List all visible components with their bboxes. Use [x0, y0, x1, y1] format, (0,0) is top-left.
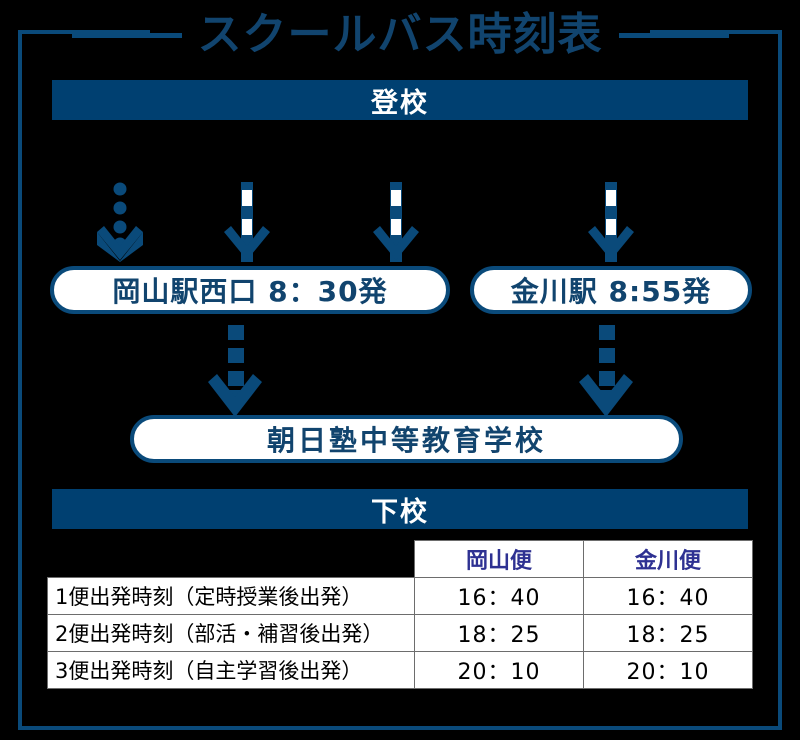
cell-trip-3-kanagawa: 20：10 [583, 651, 753, 689]
table-corner-cell [47, 540, 415, 578]
node-school-label: 朝日塾中等教育学校 [266, 424, 546, 457]
section-header-afternoon: 下校 [52, 489, 748, 529]
cell-trip-1-kanagawa: 16：40 [583, 577, 753, 615]
table-header-row: 岡山便 金川便 [47, 540, 753, 578]
page-title-row: スクールバス時刻表 [0, 6, 800, 64]
feeder-arrow-dashed-4 [588, 182, 634, 262]
frame-title-gap [150, 22, 650, 42]
table-row: 3便出発時刻（自主学習後出発） 20：10 20：10 [47, 651, 753, 689]
cell-trip-2-kanagawa: 18：25 [583, 614, 753, 652]
node-kanagawa-label: 金川駅 8:55発 [510, 275, 712, 308]
feeder-arrow-dashed-3 [373, 182, 419, 262]
row-label-trip-3: 3便出発時刻（自主学習後出発） [47, 651, 415, 689]
row-label-trip-2: 2便出発時刻（部活・補習後出発） [47, 614, 415, 652]
column-header-okayama: 岡山便 [414, 540, 584, 578]
column-header-kanagawa: 金川便 [583, 540, 753, 578]
cell-trip-3-okayama: 20：10 [414, 651, 584, 689]
node-kanagawa-station[interactable]: 金川駅 8:55発 [470, 266, 752, 314]
row-label-trip-1: 1便出発時刻（定時授業後出発） [47, 577, 415, 615]
departure-schedule-table: 岡山便 金川便 1便出発時刻（定時授業後出発） 16：40 16：40 2便出発… [47, 540, 753, 689]
cell-trip-1-okayama: 16：40 [414, 577, 584, 615]
node-asahijuku-school[interactable]: 朝日塾中等教育学校 [130, 415, 683, 463]
section-header-morning: 登校 [52, 80, 748, 120]
title-rule-left [71, 32, 182, 38]
title-rule-right [618, 32, 729, 38]
node-okayama-station-west[interactable]: 岡山駅西口 8：30発 [50, 266, 450, 314]
node-okayama-label: 岡山駅西口 8：30発 [112, 275, 388, 308]
feeder-arrow-dashed-2 [224, 182, 270, 262]
table-row: 2便出発時刻（部活・補習後出発） 18：25 18：25 [47, 614, 753, 652]
table-row: 1便出発時刻（定時授業後出発） 16：40 16：40 [47, 577, 753, 615]
feeder-arrow-dotted-1 [97, 182, 143, 262]
page-title: スクールバス時刻表 [197, 9, 603, 60]
trunk-arrow-okayama-to-school [208, 325, 262, 417]
cell-trip-2-okayama: 18：25 [414, 614, 584, 652]
trunk-arrow-kanagawa-to-school [579, 325, 633, 417]
